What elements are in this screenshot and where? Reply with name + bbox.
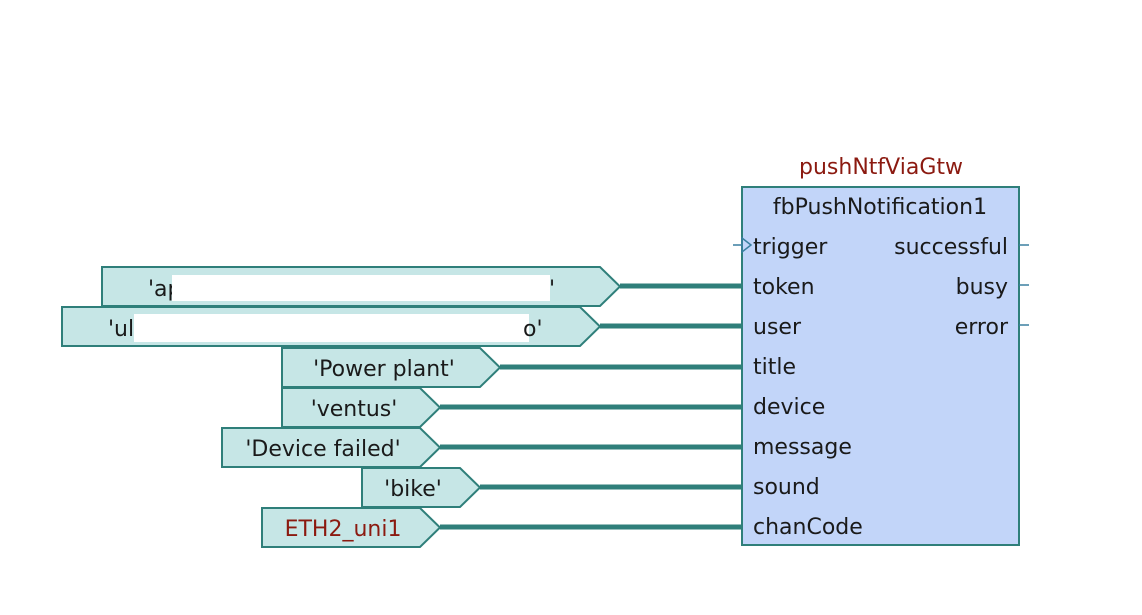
input-pin-title[interactable]: title: [753, 355, 796, 380]
variable-chancode[interactable]: ETH2_uni1: [261, 507, 442, 548]
constant-message-value: 'Device failed': [245, 437, 400, 462]
constant-token[interactable]: 'ap ': [101, 266, 622, 307]
block-inputs: trigger token user title device message …: [753, 235, 863, 540]
input-pin-message[interactable]: message: [753, 435, 852, 460]
wires: [440, 283, 742, 530]
function-block-body[interactable]: [741, 186, 1020, 546]
constant-title-value: 'Power plant': [313, 357, 455, 382]
constant-device[interactable]: 'ventus': [281, 387, 442, 428]
constant-user-prefix: 'ul: [108, 317, 134, 342]
constant-user-suffix: o': [523, 317, 543, 342]
input-pin-chancode[interactable]: chanCode: [753, 515, 863, 540]
block-outputs: successful busy error: [894, 235, 1009, 340]
rising-edge-icon: [733, 236, 753, 254]
block-type-name: pushNtfViaGtw: [799, 155, 963, 180]
input-pin-device[interactable]: device: [753, 395, 825, 420]
function-block[interactable]: fbPushNotification1 trigger token user t…: [741, 186, 1020, 546]
output-pin-successful[interactable]: successful: [894, 235, 1008, 260]
constant-title[interactable]: 'Power plant': [281, 347, 502, 388]
constant-user[interactable]: 'ul o': [61, 306, 602, 347]
output-pin-error[interactable]: error: [955, 315, 1009, 340]
input-pin-sound[interactable]: sound: [753, 475, 820, 500]
constant-message[interactable]: 'Device failed': [221, 427, 442, 468]
constant-device-value: 'ventus': [311, 397, 398, 422]
output-pin-busy[interactable]: busy: [956, 275, 1008, 300]
input-pin-trigger[interactable]: trigger: [753, 235, 828, 260]
constant-sound[interactable]: 'bike': [361, 467, 482, 508]
block-instance-name: fbPushNotification1: [773, 195, 987, 220]
input-pin-token[interactable]: token: [753, 275, 815, 300]
redaction-token: [172, 275, 550, 301]
input-pin-user[interactable]: user: [753, 315, 802, 340]
constant-token-suffix: ': [549, 277, 555, 302]
redaction-user: [134, 314, 529, 342]
constant-sound-value: 'bike': [384, 477, 442, 502]
variable-chancode-value: ETH2_uni1: [285, 517, 402, 542]
